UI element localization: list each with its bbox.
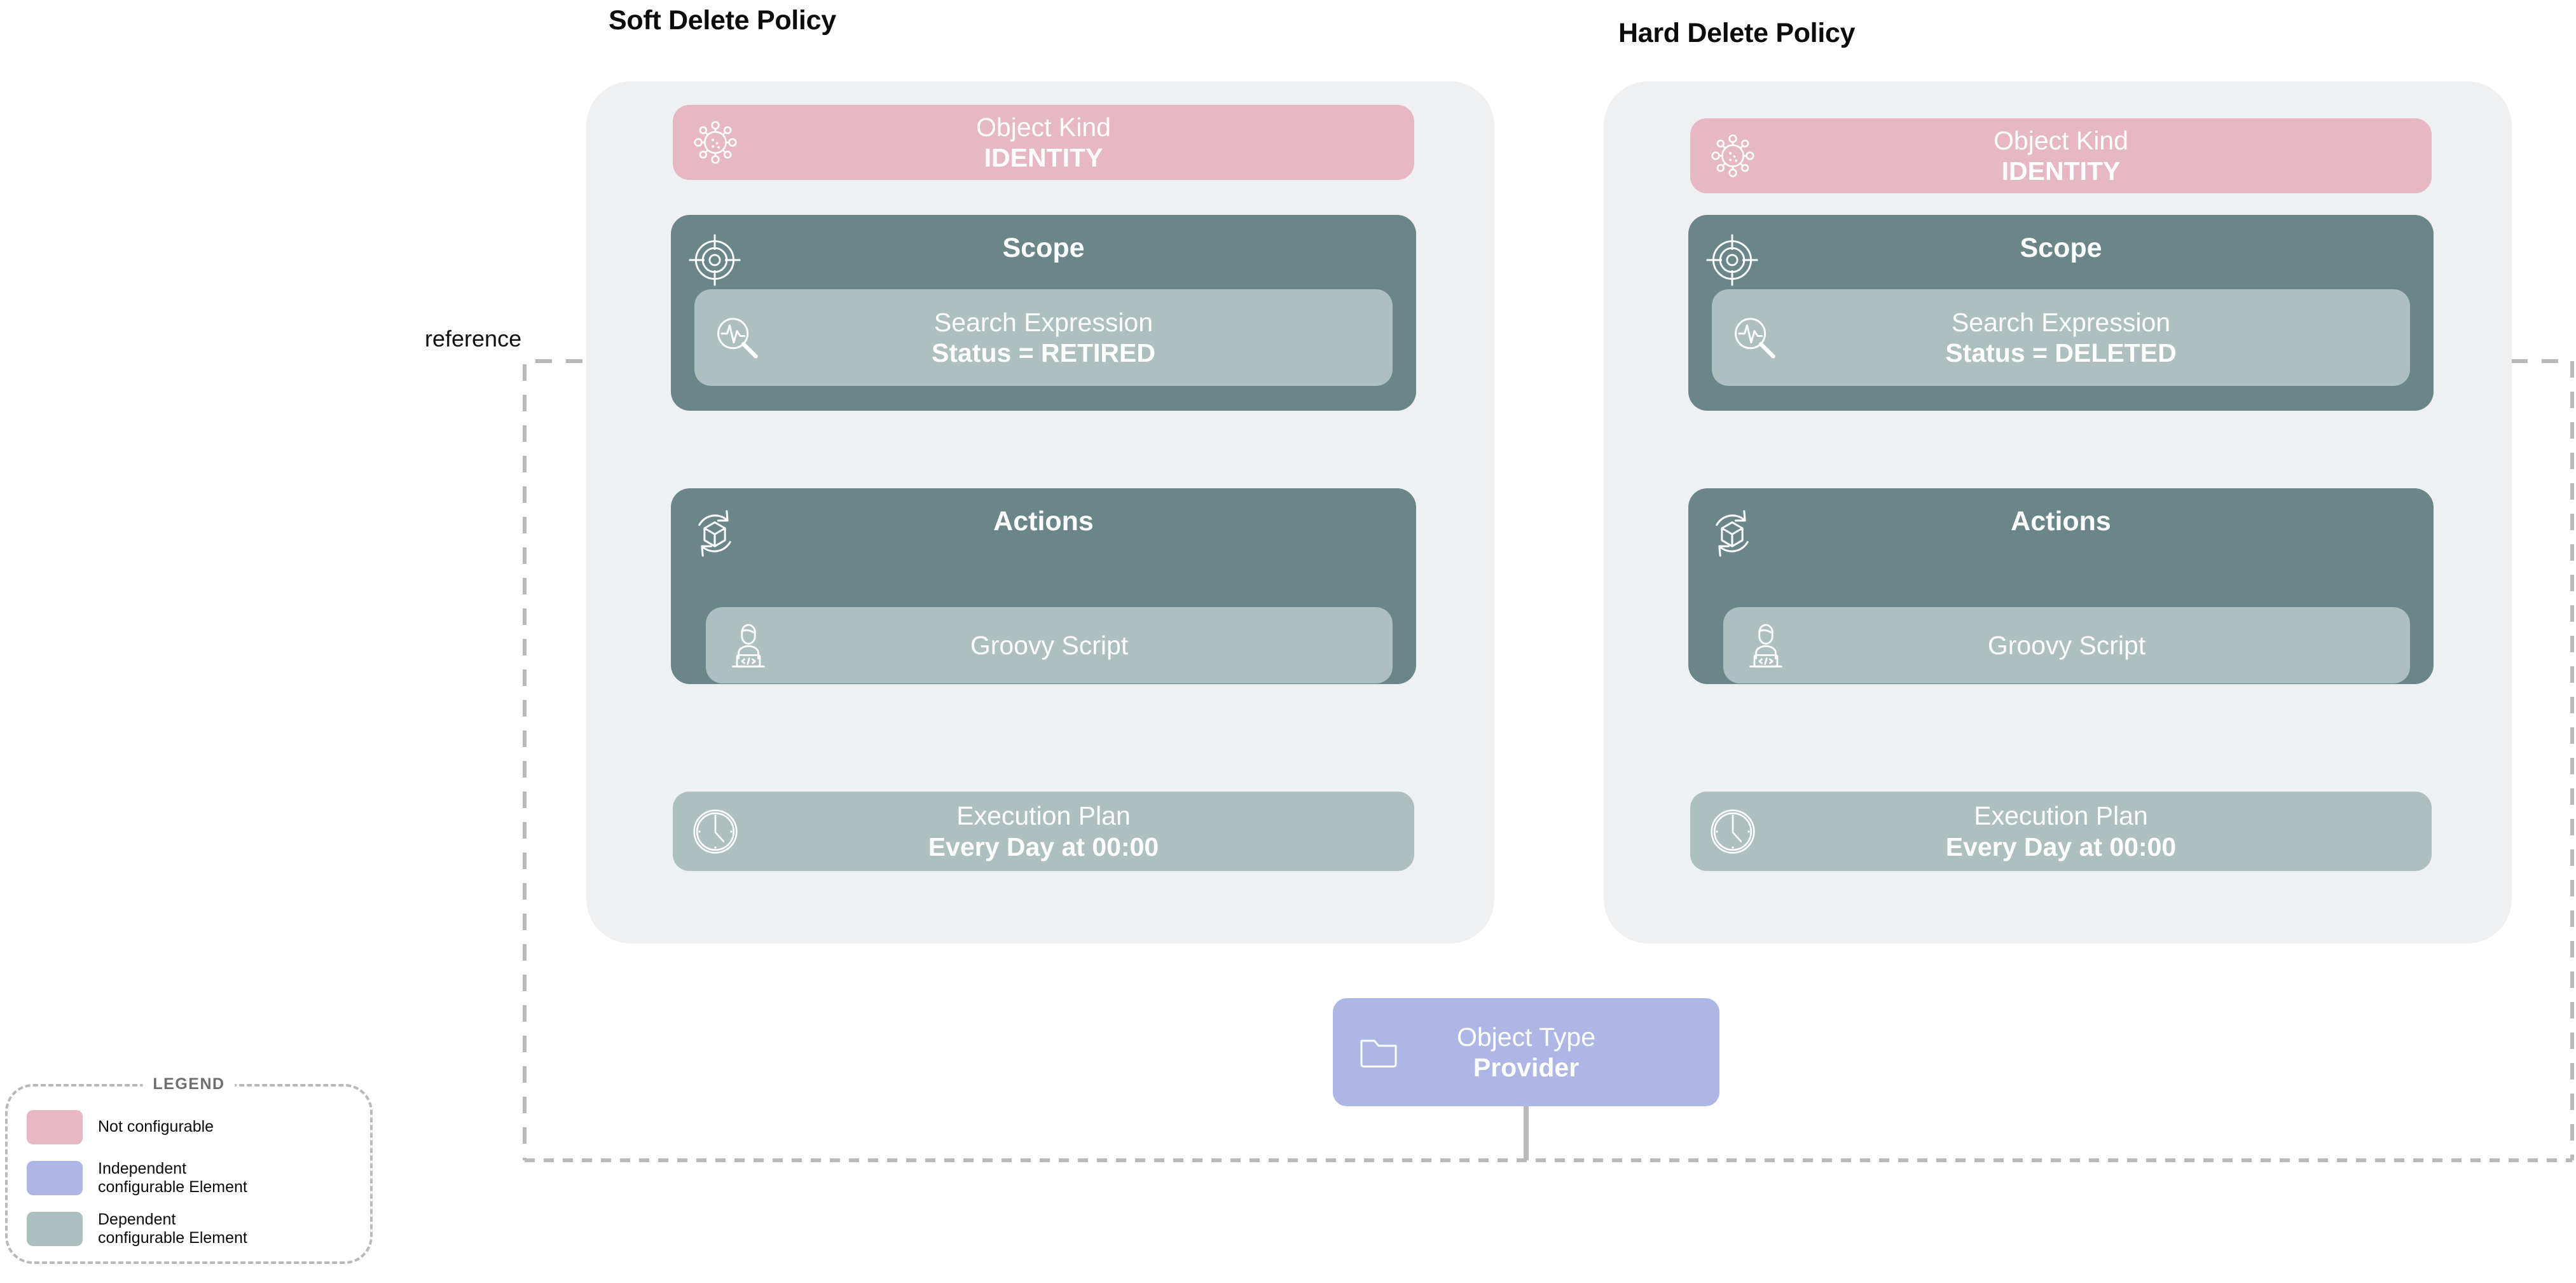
card-object-kind-text: Object Kind IDENTITY	[1917, 125, 2205, 187]
clock-icon	[1711, 809, 1755, 854]
legend-line-1: Dependent	[98, 1210, 176, 1228]
legend-item-not-configurable: Not configurable	[27, 1106, 356, 1149]
execution-plan-label: Execution Plan	[1974, 801, 2148, 831]
legend-swatch-dependent	[27, 1212, 83, 1246]
legend-swatch-independent	[27, 1161, 83, 1195]
legend-line-2: configurable Element	[98, 1178, 247, 1196]
object-type-value: Provider	[1473, 1053, 1580, 1082]
crosshair-target-icon	[689, 234, 741, 286]
recycle-box-icon	[698, 510, 731, 557]
node-object-type-text: Object Type Provider	[1381, 1022, 1672, 1083]
search-expression-label: Search Expression	[933, 307, 1154, 337]
legend-label-not-configurable: Not configurable	[98, 1118, 214, 1137]
legend-panel: LEGEND Not configurable Independent conf…	[5, 1075, 373, 1264]
developer-laptop-icon	[732, 624, 765, 668]
group-actions-title: Actions	[2011, 506, 2111, 537]
card-search-expression-text: Search Expression Status = DELETED	[1869, 307, 2252, 369]
groovy-script-label: Groovy Script	[1987, 630, 2146, 660]
groovy-script-label: Groovy Script	[970, 630, 1129, 660]
legend-title: LEGEND	[142, 1075, 235, 1094]
card-object-kind-hard[interactable]: Object Kind IDENTITY	[1690, 118, 2432, 193]
edge-label-reference: reference	[425, 326, 522, 352]
card-search-expression-soft[interactable]: Search Expression Status = RETIRED	[694, 289, 1393, 386]
card-object-kind-soft[interactable]: Object Kind IDENTITY	[673, 105, 1414, 180]
object-type-label: Object Type	[1456, 1022, 1596, 1052]
execution-plan-label: Execution Plan	[956, 801, 1131, 831]
card-object-kind-text: Object Kind IDENTITY	[900, 112, 1187, 174]
policy-title-soft-delete: Soft Delete Policy	[609, 5, 836, 36]
legend-item-independent: Independent configurable Element	[27, 1156, 356, 1200]
execution-plan-value: Every Day at 00:00	[928, 832, 1159, 861]
card-search-expression-text: Search Expression Status = RETIRED	[855, 307, 1232, 369]
legend-label-dependent: Dependent configurable Element	[98, 1211, 247, 1248]
search-expression-value: Status = RETIRED	[932, 338, 1155, 367]
legend-item-dependent: Dependent configurable Element	[27, 1207, 356, 1251]
search-pulse-icon	[717, 318, 758, 359]
legend-line-2: configurable Element	[98, 1229, 247, 1247]
object-kind-value: IDENTITY	[2001, 156, 2121, 186]
card-execution-plan-text: Execution Plan Every Day at 00:00	[852, 800, 1235, 862]
developer-laptop-icon	[1749, 624, 1782, 668]
object-kind-label: Object Kind	[1994, 125, 2128, 155]
search-expression-value: Status = DELETED	[1945, 338, 2177, 367]
virus-molecule-icon	[1711, 134, 1754, 177]
legend-line-1: Not configurable	[98, 1118, 214, 1136]
object-kind-value: IDENTITY	[984, 143, 1103, 172]
virus-molecule-icon	[694, 121, 737, 164]
search-pulse-icon	[1735, 318, 1775, 359]
object-kind-label: Object Kind	[976, 112, 1111, 142]
folder-icon	[1360, 1039, 1397, 1067]
legend-swatch-not-configurable	[27, 1110, 83, 1144]
card-execution-plan-text: Execution Plan Every Day at 00:00	[1870, 800, 2252, 862]
search-expression-label: Search Expression	[1951, 307, 2171, 337]
legend-line-1: Independent	[98, 1159, 187, 1177]
group-scope-title: Scope	[1002, 233, 1085, 263]
card-groovy-script-text: Groovy Script	[1911, 630, 2222, 661]
card-execution-plan-soft[interactable]: Execution Plan Every Day at 00:00	[673, 792, 1414, 871]
group-actions-title: Actions	[993, 506, 1094, 537]
policy-title-hard-delete: Hard Delete Policy	[1618, 18, 1856, 48]
node-object-type[interactable]: Object Type Provider	[1333, 998, 1719, 1106]
card-groovy-script-text: Groovy Script	[894, 630, 1204, 661]
card-search-expression-hard[interactable]: Search Expression Status = DELETED	[1712, 289, 2410, 386]
clock-icon	[693, 809, 738, 854]
execution-plan-value: Every Day at 00:00	[1945, 832, 2177, 861]
card-execution-plan-hard[interactable]: Execution Plan Every Day at 00:00	[1690, 792, 2432, 871]
legend-label-independent: Independent configurable Element	[98, 1160, 247, 1197]
group-scope-title: Scope	[2020, 233, 2102, 263]
recycle-box-icon	[1716, 510, 1749, 557]
crosshair-target-icon	[1706, 234, 1758, 286]
card-groovy-script-soft[interactable]: Groovy Script	[706, 607, 1393, 683]
card-groovy-script-hard[interactable]: Groovy Script	[1723, 607, 2410, 683]
